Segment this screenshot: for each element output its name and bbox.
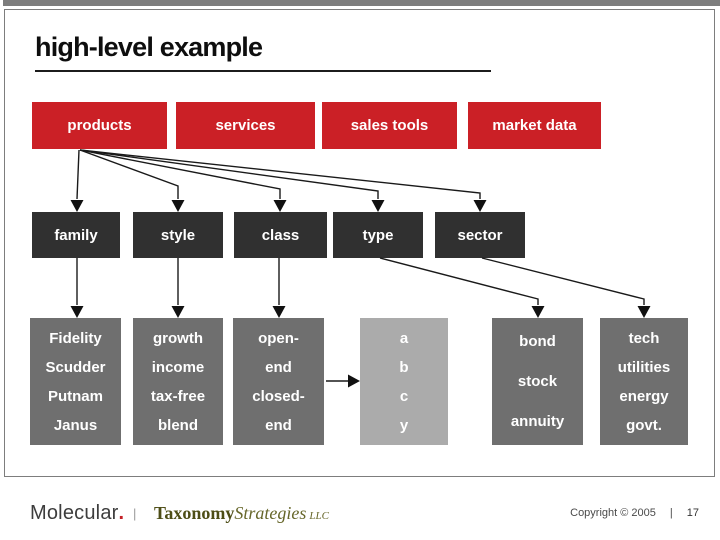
arrowhead-family (70, 200, 84, 212)
value-line: energy (619, 387, 669, 405)
slide-canvas: high-level example products services sal… (4, 9, 715, 477)
node-family-label: family (54, 226, 98, 244)
node-types: bond stock annuity (492, 318, 583, 445)
arrowhead-sectors (637, 306, 651, 318)
value-line: tech (628, 329, 660, 347)
value-line: end (265, 358, 292, 376)
arrow-products-to-class (79, 149, 281, 199)
value-line: end (265, 416, 292, 434)
taxonomy-logo-suffix: LLC (309, 510, 329, 522)
node-sector-label: sector (457, 226, 503, 244)
arrowhead-sector (473, 200, 487, 212)
node-sector: sector (435, 212, 525, 258)
node-sectors: tech utilities energy govt. (600, 318, 688, 445)
title-underline (35, 70, 491, 72)
node-services-label: services (215, 117, 276, 134)
value-line: c (399, 387, 409, 405)
arrowhead-classes (272, 306, 286, 318)
arrow-sector-to-values (481, 257, 645, 305)
node-products-label: products (67, 117, 132, 134)
page-number: 17 (686, 507, 699, 519)
arrow-type-to-values (379, 257, 539, 305)
node-type: type (333, 212, 423, 258)
arrowhead-class (273, 200, 287, 212)
value-line: Scudder (45, 358, 106, 376)
arrow-products-to-type (79, 149, 379, 199)
arrowhead-styles (171, 306, 185, 318)
node-class-label: class (261, 226, 300, 244)
node-family: family (32, 212, 120, 258)
arrow-products-to-family (76, 149, 80, 200)
node-share-classes: a b c y (360, 318, 448, 445)
value-line: y (399, 416, 409, 434)
value-line: income (151, 358, 205, 376)
value-line: stock (517, 372, 558, 390)
value-line: govt. (626, 416, 662, 434)
node-products: products (32, 102, 167, 149)
value-line: Janus (53, 416, 98, 434)
node-services: services (176, 102, 315, 149)
slide-title: high-level example (35, 32, 263, 62)
arrow-products-to-style (79, 149, 179, 199)
window-top-strip (3, 0, 720, 6)
arrowhead-type (371, 200, 385, 212)
node-class: class (234, 212, 327, 258)
arrowhead-share-classes (348, 374, 360, 388)
value-line: closed- (252, 387, 305, 405)
taxonomy-logo-italic: Strategies (234, 503, 307, 523)
value-line: open- (258, 329, 299, 347)
value-line: growth (153, 329, 203, 347)
arrowhead-fund-families (70, 306, 84, 318)
value-line: a (399, 329, 409, 347)
arrowhead-style (171, 200, 185, 212)
value-line: tax-free (150, 387, 206, 405)
node-style: style (133, 212, 223, 258)
value-line: utilities (617, 358, 671, 376)
value-line: bond (519, 332, 556, 350)
node-market-data: market data (468, 102, 601, 149)
value-line: Fidelity (49, 329, 102, 347)
footer-copyright-block: Copyright © 2005 | 17 (570, 507, 699, 519)
node-type-label: type (362, 226, 394, 244)
footer-divider: | (133, 506, 137, 521)
node-style-label: style (160, 226, 196, 244)
taxonomy-logo-bold: Taxonomy (154, 503, 235, 523)
node-classes: open- end closed- end (233, 318, 324, 445)
molecular-logo: Molecular. (30, 502, 124, 525)
node-sales-tools: sales tools (322, 102, 457, 149)
footer-page-divider: | (669, 507, 673, 519)
node-fund-families: Fidelity Scudder Putnam Janus (30, 318, 121, 445)
value-line: annuity (510, 412, 565, 430)
node-market-data-label: market data (492, 117, 577, 134)
value-line: blend (158, 416, 198, 434)
node-sales-tools-label: sales tools (350, 117, 429, 134)
copyright-text: Copyright © 2005 (570, 507, 656, 519)
arrowhead-types (531, 306, 545, 318)
molecular-logo-dot: . (118, 502, 125, 524)
arrow-products-to-sector (79, 149, 481, 199)
value-line: Putnam (47, 387, 103, 405)
node-styles: growth income tax-free blend (133, 318, 223, 445)
molecular-logo-text: Molecular (30, 502, 119, 524)
value-line: b (399, 358, 409, 376)
